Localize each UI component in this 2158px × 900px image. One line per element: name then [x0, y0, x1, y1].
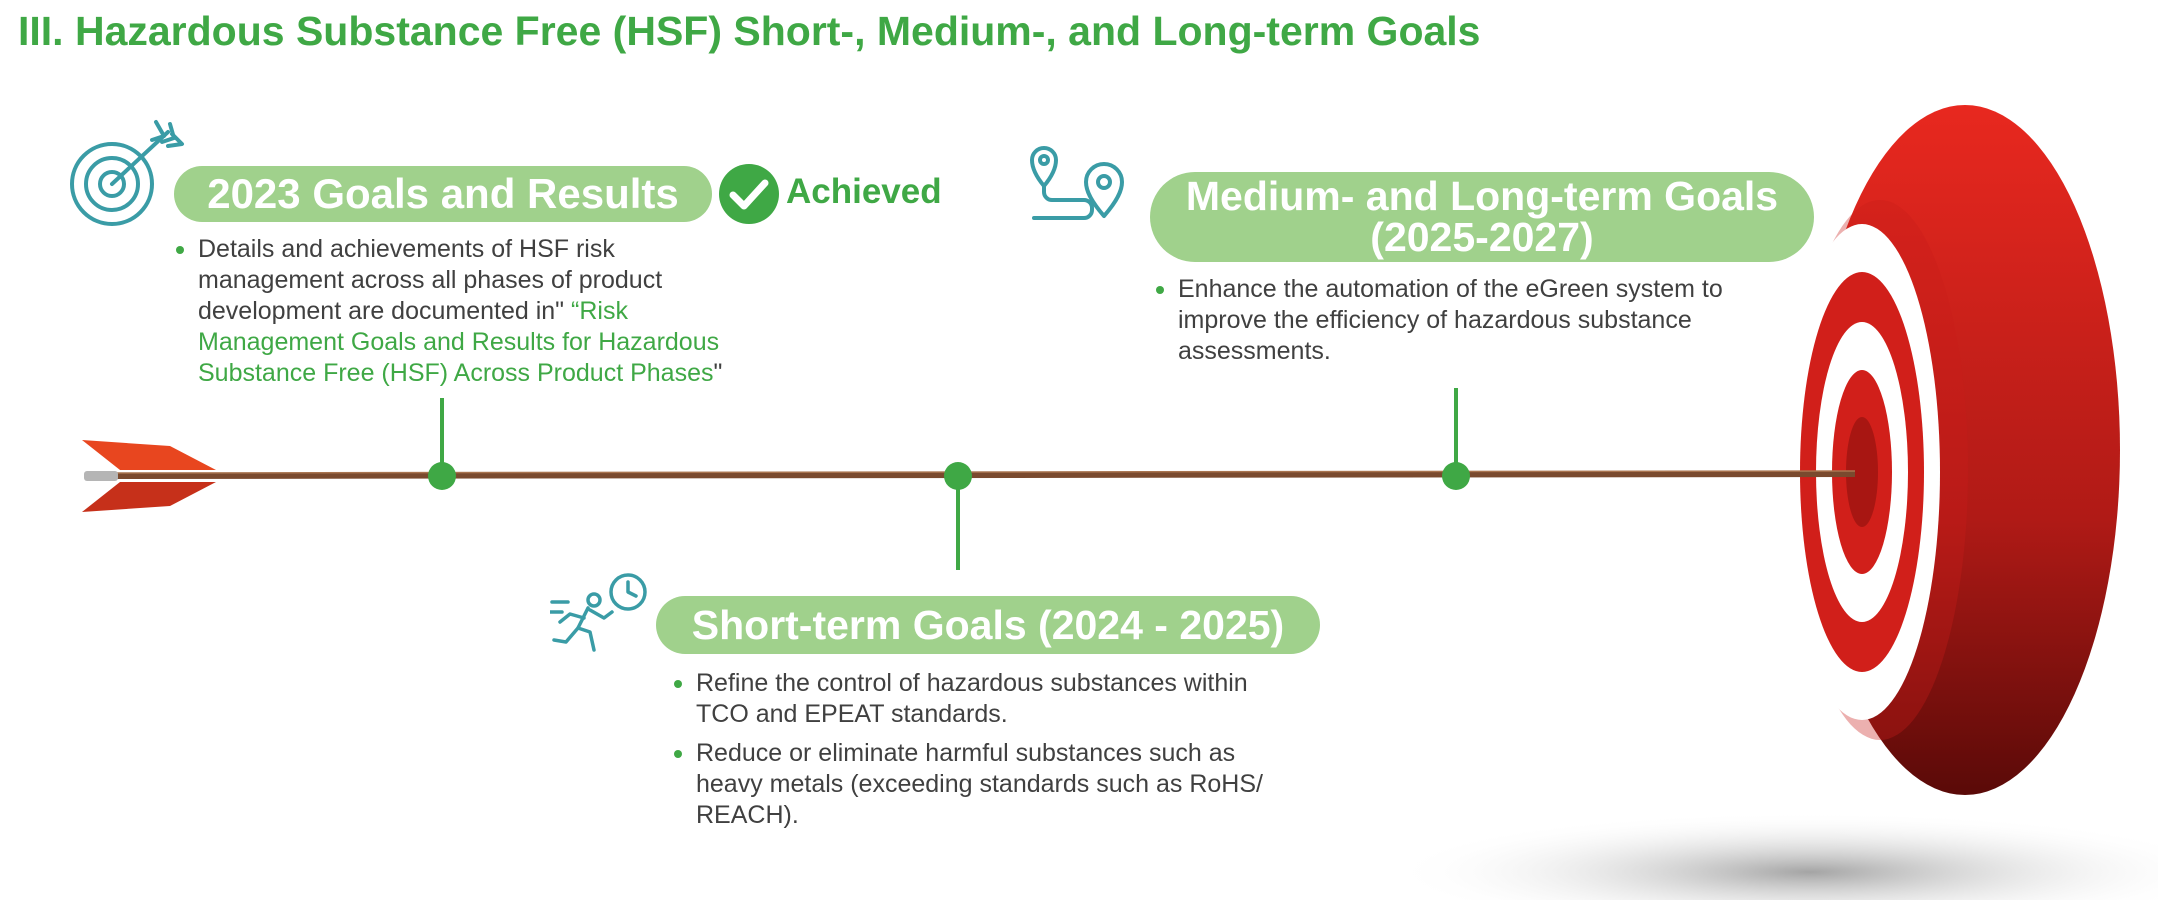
arrow-fletching	[82, 440, 216, 512]
medium-long-term-heading-line2: (2025-2027)	[1370, 214, 1594, 260]
list-item: Reduce or eliminate harmful substances s…	[672, 738, 1292, 831]
target-arrow-icon	[70, 120, 184, 226]
reference-link[interactable]: “Risk Management Goals and Results for H…	[198, 297, 720, 387]
list-item: Details and achievements of HSF risk man…	[174, 234, 764, 389]
timeline-dot-mid	[1442, 462, 1470, 490]
timeline-dot-short	[944, 462, 972, 490]
achieved-status: Achieved	[786, 172, 942, 211]
arrow-shaft	[99, 471, 1856, 479]
list-item: Enhance the automation of the eGreen sys…	[1154, 274, 1774, 367]
medium-long-term-heading-line1: Medium- and Long-term Goals	[1185, 173, 1779, 219]
short-term-heading: Short-term Goals (2024 - 2025)	[656, 596, 1320, 654]
medium-long-term-list: Enhance the automation of the eGreen sys…	[1154, 274, 1774, 375]
goals-2023-heading: 2023 Goals and Results	[174, 166, 712, 222]
running-person-clock-icon	[550, 573, 647, 652]
target-bullseye	[1784, 105, 2120, 795]
route-map-icon	[1030, 146, 1124, 220]
target-shadow	[1390, 812, 2158, 900]
bullet-text-end: "	[713, 359, 723, 387]
check-circle-icon	[719, 164, 779, 224]
short-term-list: Refine the control of hazardous substanc…	[672, 668, 1292, 839]
medium-long-term-heading: Medium- and Long-term Goals (2025-2027)	[1150, 172, 1814, 262]
timeline-dot-2023	[428, 462, 456, 490]
list-item: Refine the control of hazardous substanc…	[672, 668, 1292, 730]
bullet-text: Details and achievements of HSF risk man…	[198, 235, 663, 325]
goals-2023-list: Details and achievements of HSF risk man…	[174, 234, 764, 397]
page-title: III. Hazardous Substance Free (HSF) Shor…	[18, 8, 1481, 54]
